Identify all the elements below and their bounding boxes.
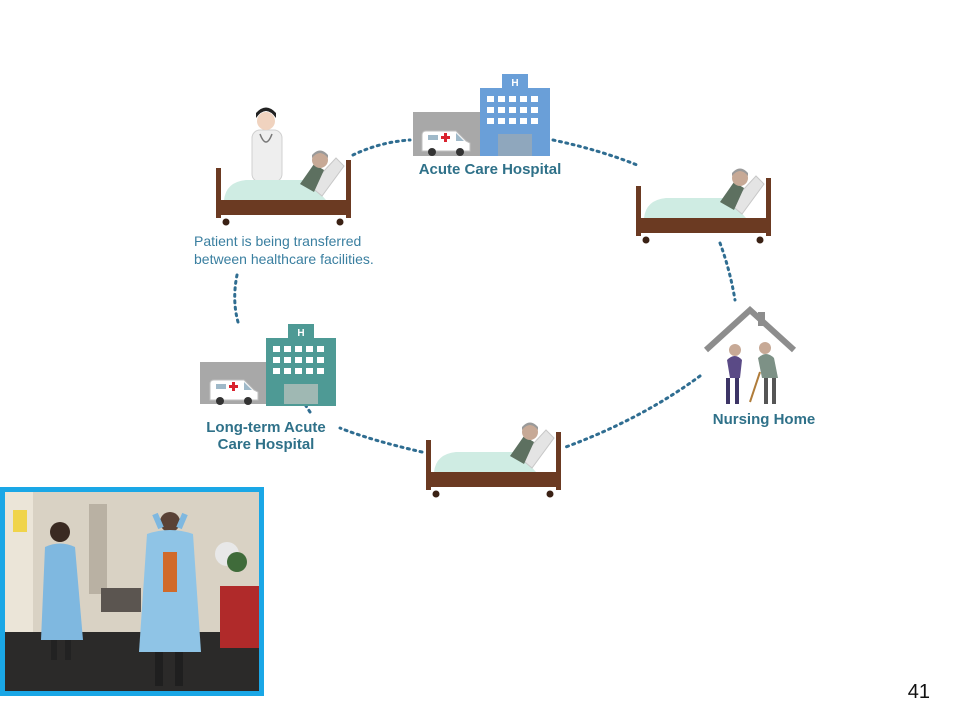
- long-term-hospital-icon: H: [200, 324, 336, 406]
- staff-gowning-photo: [0, 487, 264, 696]
- hospital-bed-icon: [425, 422, 562, 498]
- nursing-home-icon: [703, 305, 797, 404]
- hospital-bed-icon: [635, 168, 772, 244]
- transition-path: [233, 138, 737, 454]
- hospital-bed-icon: [215, 150, 352, 226]
- doctor-icon: [251, 107, 283, 183]
- hospital-sign: H: [297, 328, 304, 339]
- elderly-couple-icon: [726, 342, 778, 404]
- long-term-hospital-label: Long-term Acute Care Hospital: [186, 419, 346, 453]
- nursing-home-label: Nursing Home: [712, 411, 816, 428]
- transfer-note: Patient is being transferred between hea…: [194, 232, 374, 268]
- long-term-hospital-label-line2: Care Hospital: [217, 436, 315, 453]
- photo-scene: [5, 492, 259, 691]
- acute-care-hospital-icon: H: [413, 74, 550, 157]
- hospital-sign: H: [511, 78, 518, 89]
- transfer-note-line1: Patient is being transferred: [194, 233, 362, 249]
- transfer-note-line2: between healthcare facilities.: [194, 251, 374, 267]
- acute-care-hospital-label: Acute Care Hospital: [418, 161, 562, 178]
- long-term-hospital-label-line1: Long-term Acute: [206, 419, 326, 436]
- page-number: 41: [907, 681, 930, 703]
